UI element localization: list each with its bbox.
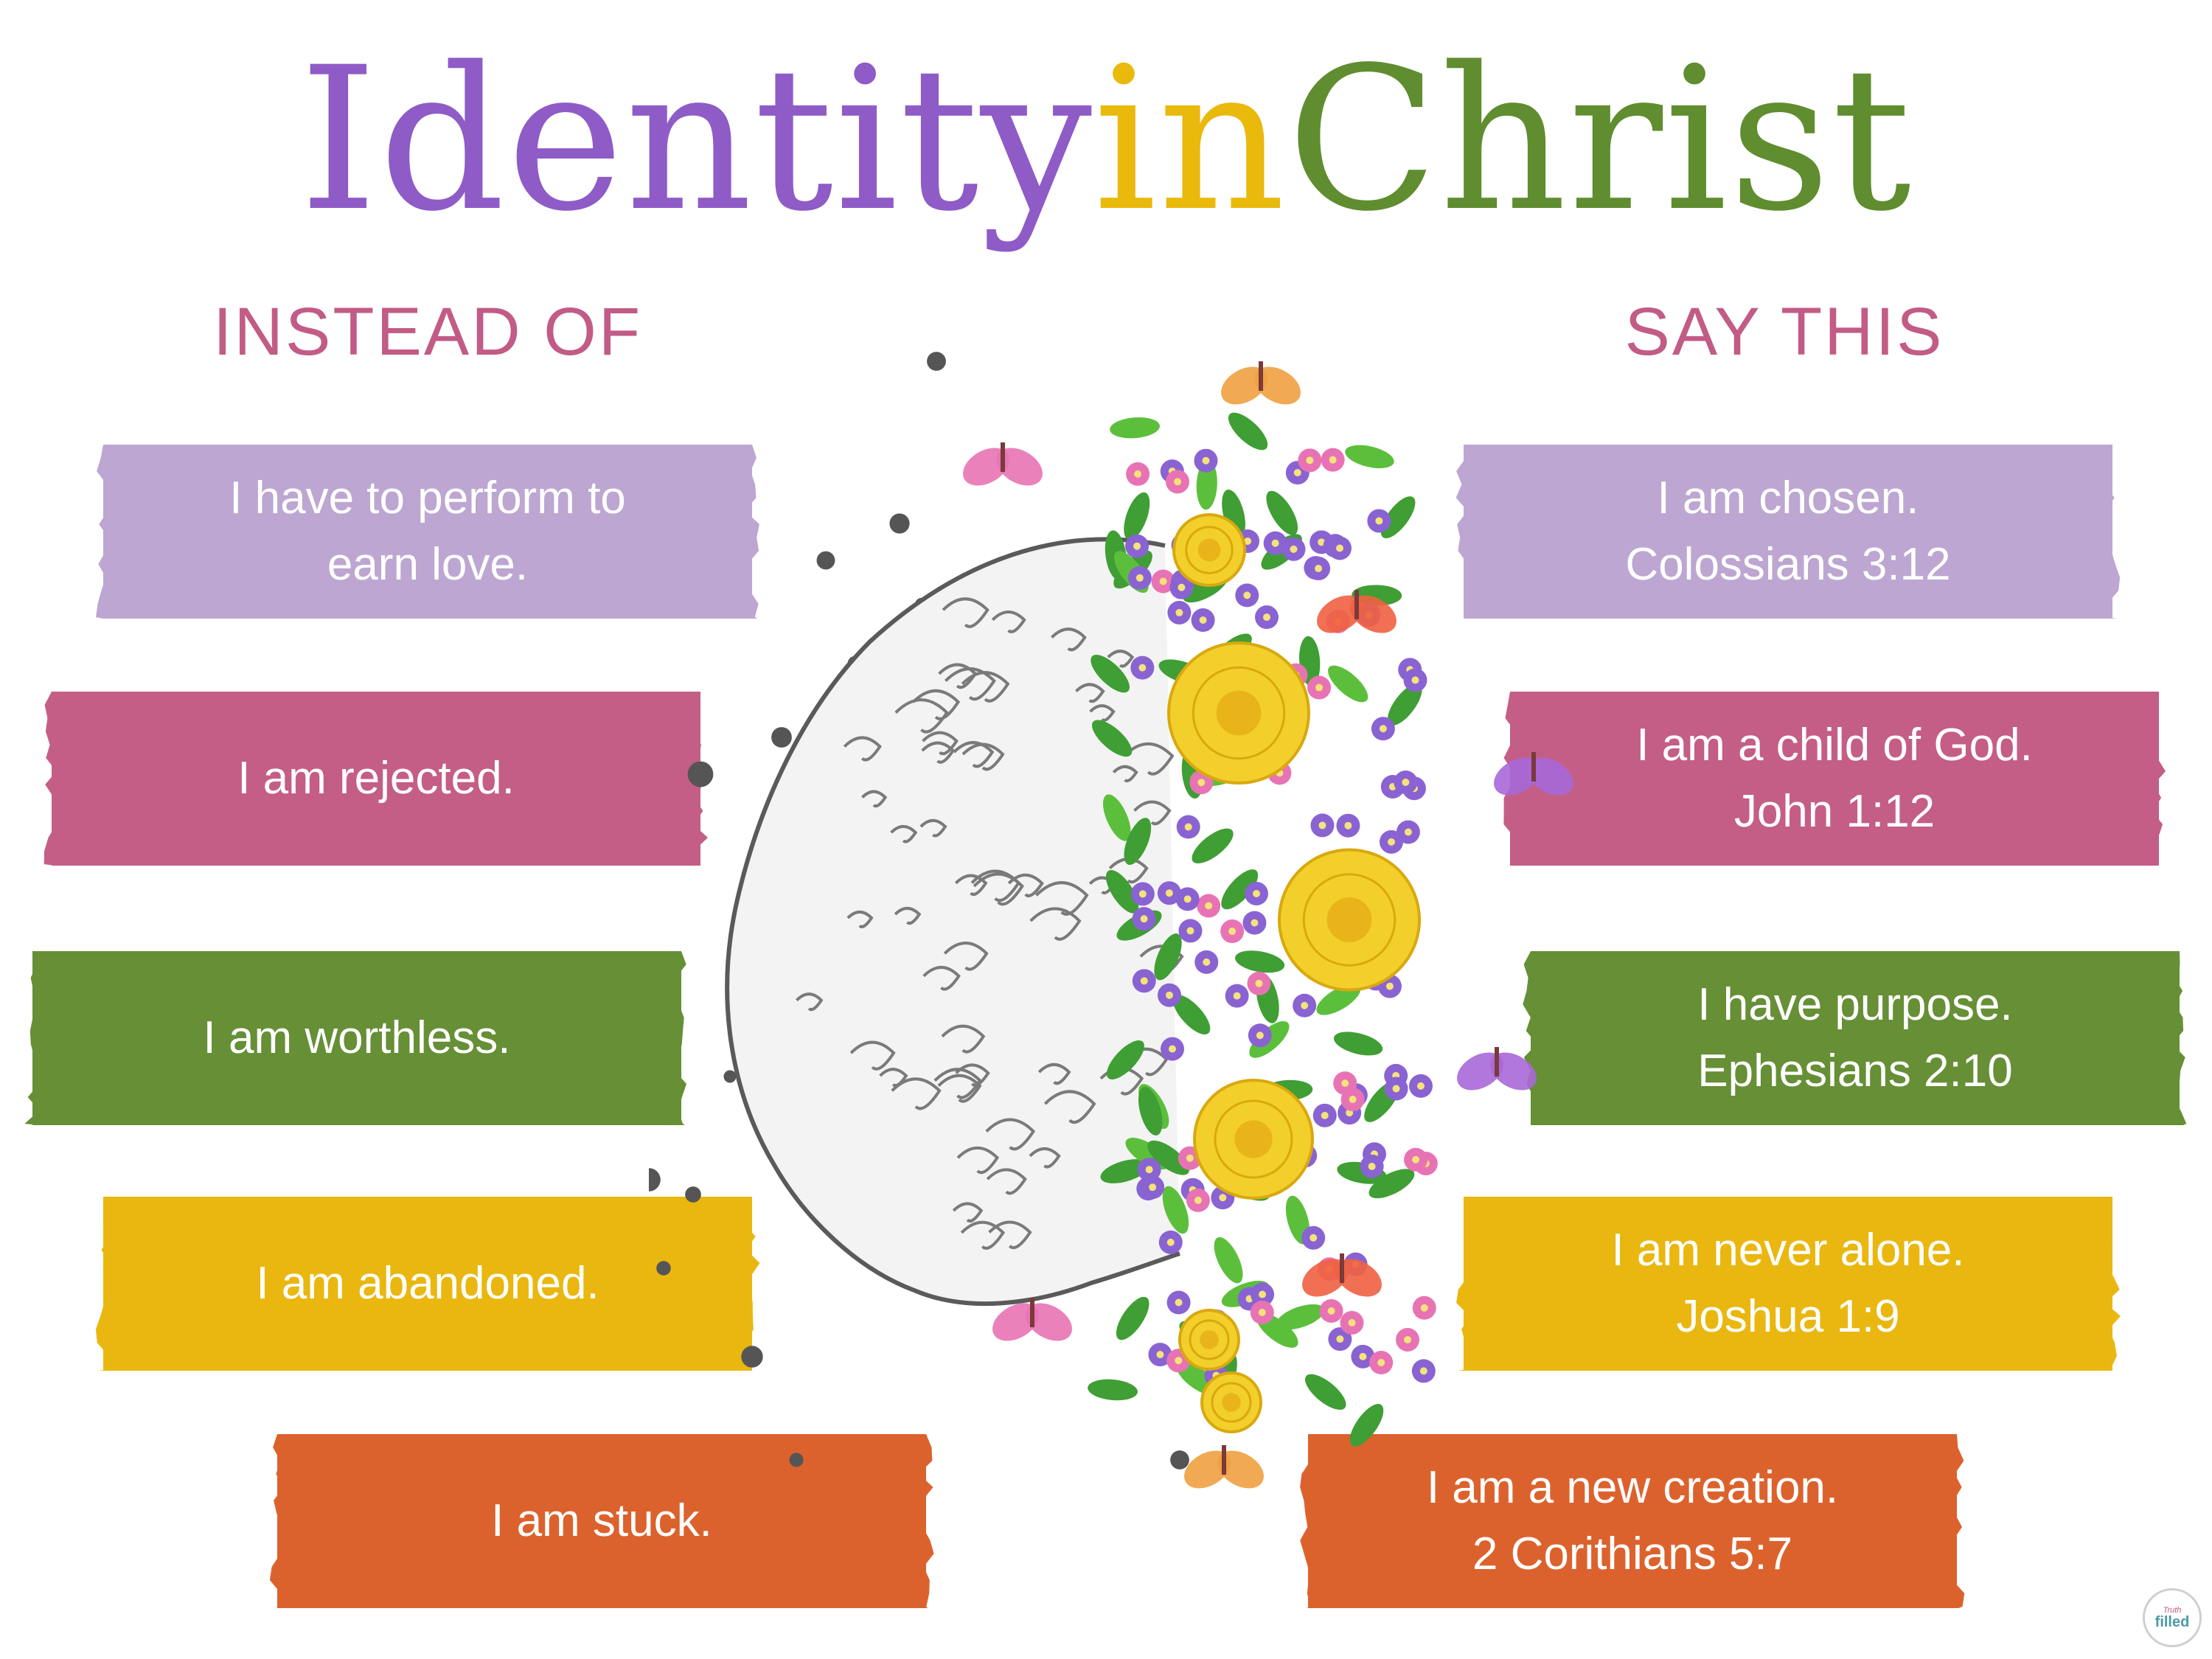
title-word-identity: Identity bbox=[299, 25, 1094, 255]
instead-of-text: I am stuck. bbox=[491, 1495, 712, 1546]
say-this-item: I have purpose.Ephesians 2:10 bbox=[1523, 951, 2187, 1125]
instead-of-item: I am rejected. bbox=[44, 692, 708, 866]
title-word-in: in bbox=[1093, 25, 1287, 255]
say-this-text: I am chosen.Colossians 3:12 bbox=[1625, 473, 1951, 590]
butterflies-icon bbox=[963, 361, 1573, 1489]
say-this-text: I am a new creation.2 Corithians 5:7 bbox=[1426, 1462, 1839, 1579]
instead-of-item: I am abandoned. bbox=[95, 1197, 760, 1371]
instead-of-text: I am abandoned. bbox=[256, 1258, 599, 1309]
page-title: Identity in Christ bbox=[0, 15, 2212, 265]
say-this-text: I have purpose.Ephesians 2:10 bbox=[1697, 979, 2013, 1096]
say-this-item: I am a child of God.John 1:12 bbox=[1503, 692, 2166, 866]
instead-of-heading: INSTEAD OF bbox=[212, 294, 643, 369]
brain-flowers-icon bbox=[649, 352, 1573, 1504]
instead-of-item: I am stuck. bbox=[269, 1434, 934, 1608]
say-this-item: I am never alone.Joshua 1:9 bbox=[1456, 1197, 2121, 1371]
title-word-christ: Christ bbox=[1287, 25, 1913, 255]
say-this-text: I am a child of God.John 1:12 bbox=[1636, 720, 2033, 837]
yellow-roses-icon bbox=[1167, 513, 1421, 1433]
instead-of-text: I am worthless. bbox=[203, 1012, 511, 1063]
instead-of-item: I am worthless. bbox=[24, 951, 686, 1125]
brand-logo: Truth filled bbox=[2143, 1588, 2202, 1647]
brain-icon bbox=[725, 537, 1184, 1307]
say-this-text: I am never alone.Joshua 1:9 bbox=[1611, 1225, 1965, 1342]
say-this-item: I am a new creation.2 Corithians 5:7 bbox=[1300, 1434, 1965, 1608]
say-this-item: I am chosen.Colossians 3:12 bbox=[1455, 445, 2121, 619]
instead-of-text: I am rejected. bbox=[237, 753, 515, 804]
say-this-heading: SAY THIS bbox=[1624, 294, 1944, 369]
